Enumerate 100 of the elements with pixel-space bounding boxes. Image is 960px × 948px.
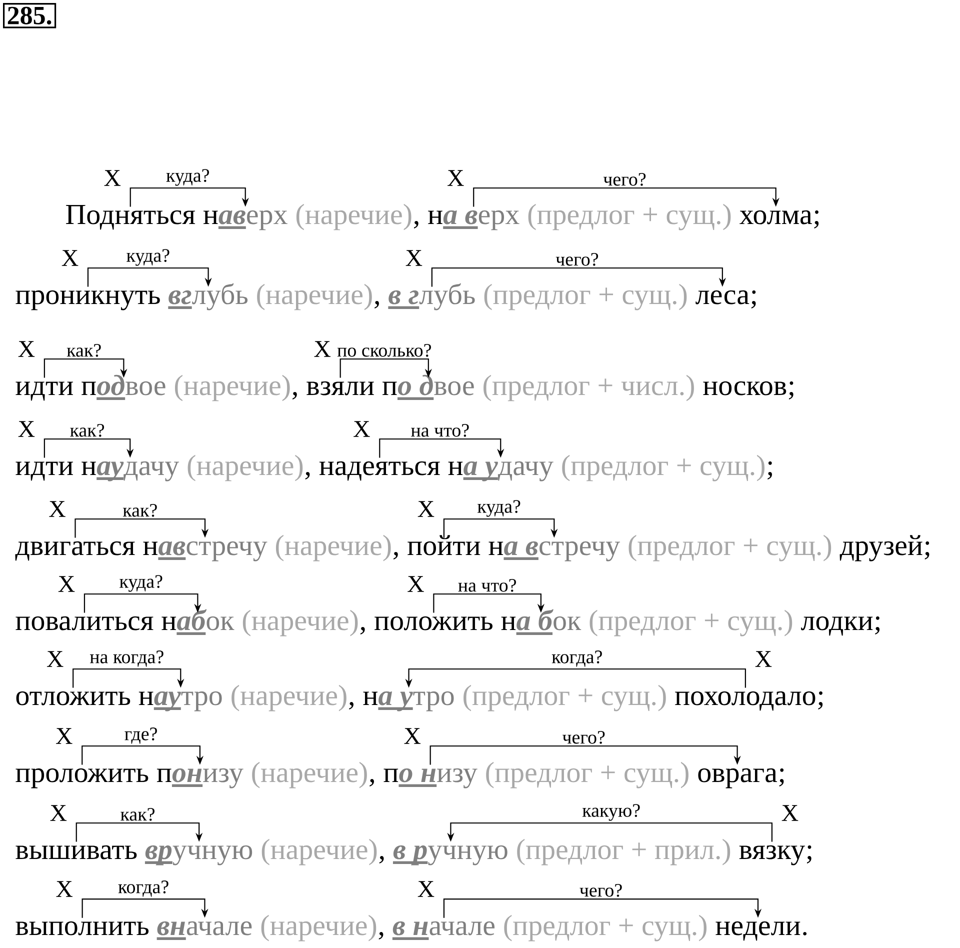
main-word-mark: X (62, 250, 78, 266)
part-of-speech-note: (наречие) (296, 204, 412, 230)
punctuation: , (292, 392, 297, 400)
word: надеяться (319, 461, 440, 481)
question-label: чего? (554, 252, 600, 267)
part-of-speech-note: (предлог + сущ.) (528, 204, 731, 230)
punctuation: ; (779, 768, 784, 786)
word: идти (16, 462, 73, 481)
word: Подняться (66, 205, 196, 230)
question-arrow (430, 745, 741, 765)
punctuation: , (378, 932, 384, 940)
question-label: какую? (581, 803, 642, 822)
part-of-speech-note: (наречие) (257, 284, 372, 310)
question-label: чего? (578, 882, 624, 898)
part-of-speech-note: (наречие) (262, 838, 377, 866)
question-label: где? (123, 726, 159, 745)
main-word-mark: X (418, 881, 434, 897)
main-word-mark: X (56, 881, 73, 897)
punctuation: , (305, 472, 310, 480)
punctuation: , (374, 301, 379, 308)
word: в глубь (388, 283, 475, 310)
question-label: куда? (118, 574, 164, 593)
question-arrow (130, 187, 249, 207)
word: по низу (384, 768, 478, 788)
question-label: куда? (125, 248, 172, 267)
main-word-mark: X (56, 728, 72, 744)
word: лодки (801, 616, 873, 636)
question-arrow (44, 358, 128, 378)
question-label: куда? (164, 168, 211, 187)
word: вязку (739, 845, 805, 866)
question-arrow (340, 358, 432, 378)
word: наутро (138, 691, 222, 712)
word: положить (374, 616, 492, 630)
punctuation: ; (751, 290, 756, 308)
part-of-speech-note: (предлог + числ.) (484, 374, 694, 402)
main-word-mark: X (18, 421, 35, 437)
word: пойти (408, 535, 480, 556)
question-arrow (74, 518, 209, 538)
word: недели (716, 921, 800, 941)
question-arrow (443, 898, 762, 918)
question-arrow (84, 593, 202, 613)
word: в начале (392, 921, 494, 940)
exercise-number: 285. (3, 3, 56, 28)
question-label: когда? (116, 880, 170, 898)
question-label: чего? (561, 730, 606, 745)
main-word-mark: X (404, 728, 421, 744)
punctuation: ; (768, 461, 772, 480)
punctuation: . (803, 932, 807, 936)
part-of-speech-note: (предлог + сущ.) (562, 454, 764, 482)
word: навстречу (143, 541, 268, 562)
question-label: на что? (410, 422, 471, 438)
punctuation: ; (875, 616, 880, 634)
punctuation: ; (924, 541, 930, 560)
part-of-speech-note: (предлог + сущ.) (590, 610, 792, 636)
punctuation: , (349, 702, 354, 710)
part-of-speech-note: (предлог + сущ.) (464, 684, 666, 712)
question-arrow (44, 438, 134, 458)
punctuation: ; (788, 381, 794, 400)
word: отложить (16, 691, 130, 706)
part-of-speech-note: (предлог + прил.) (517, 838, 730, 866)
question-label: как? (66, 342, 103, 358)
question-label: куда? (476, 499, 522, 518)
part-of-speech-note: (предлог + сущ.) (486, 762, 688, 788)
word: холма (740, 210, 812, 224)
part-of-speech-note: (наречие) (174, 374, 290, 402)
word: наудачу (82, 461, 180, 482)
question-arrow (443, 518, 558, 538)
question-label: на что? (456, 578, 518, 593)
main-word-mark: X (406, 250, 422, 266)
word: друзей (840, 535, 922, 562)
word: похолодало (675, 691, 816, 711)
question-arrow (82, 745, 204, 765)
part-of-speech-note: (предлог + сущ.) (628, 534, 832, 562)
main-word-mark: X (50, 805, 67, 821)
question-label: на когда? (88, 650, 166, 668)
question-label: как? (119, 806, 156, 822)
word: вглубь (168, 283, 248, 310)
word: проложить (16, 768, 148, 788)
word: подвое (82, 374, 166, 400)
word: проникнуть (16, 290, 160, 310)
word: двигаться (15, 541, 135, 561)
word: набок (162, 609, 234, 635)
main-word-mark: X (755, 651, 772, 667)
punctuation: ; (807, 845, 812, 864)
word: по двое (382, 374, 474, 400)
word: носков (703, 381, 786, 396)
word: на бок (501, 609, 582, 635)
punctuation: , (370, 779, 374, 786)
word: вначале (156, 921, 252, 940)
word: на встречу (488, 541, 620, 562)
main-word-mark: X (46, 651, 64, 667)
part-of-speech-note: (наречие) (232, 684, 346, 712)
question-label: когда? (550, 650, 604, 668)
word: на верх (428, 210, 520, 230)
punctuation: ; (814, 210, 819, 228)
question-arrow (72, 668, 184, 688)
word: оврага (698, 768, 778, 788)
word: вручную (144, 845, 252, 866)
word: наверх (203, 210, 288, 230)
main-word-mark: X (418, 501, 434, 517)
